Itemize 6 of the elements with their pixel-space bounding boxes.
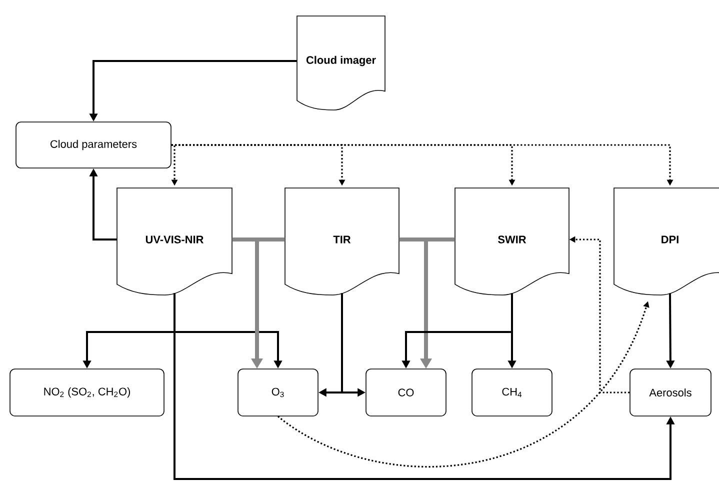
rounded-box: Cloud parameters [16, 122, 172, 168]
rounded-box: CH$_{4}$ [472, 368, 552, 416]
rounded-box: O$_{3}$ [238, 368, 318, 416]
rounded-box: CO [366, 368, 446, 416]
rounded-box: NO$_{2}$ (SO$_{2}$, CH$_{2}$O) [10, 368, 164, 416]
rounded-box: Aerosols [630, 368, 712, 416]
